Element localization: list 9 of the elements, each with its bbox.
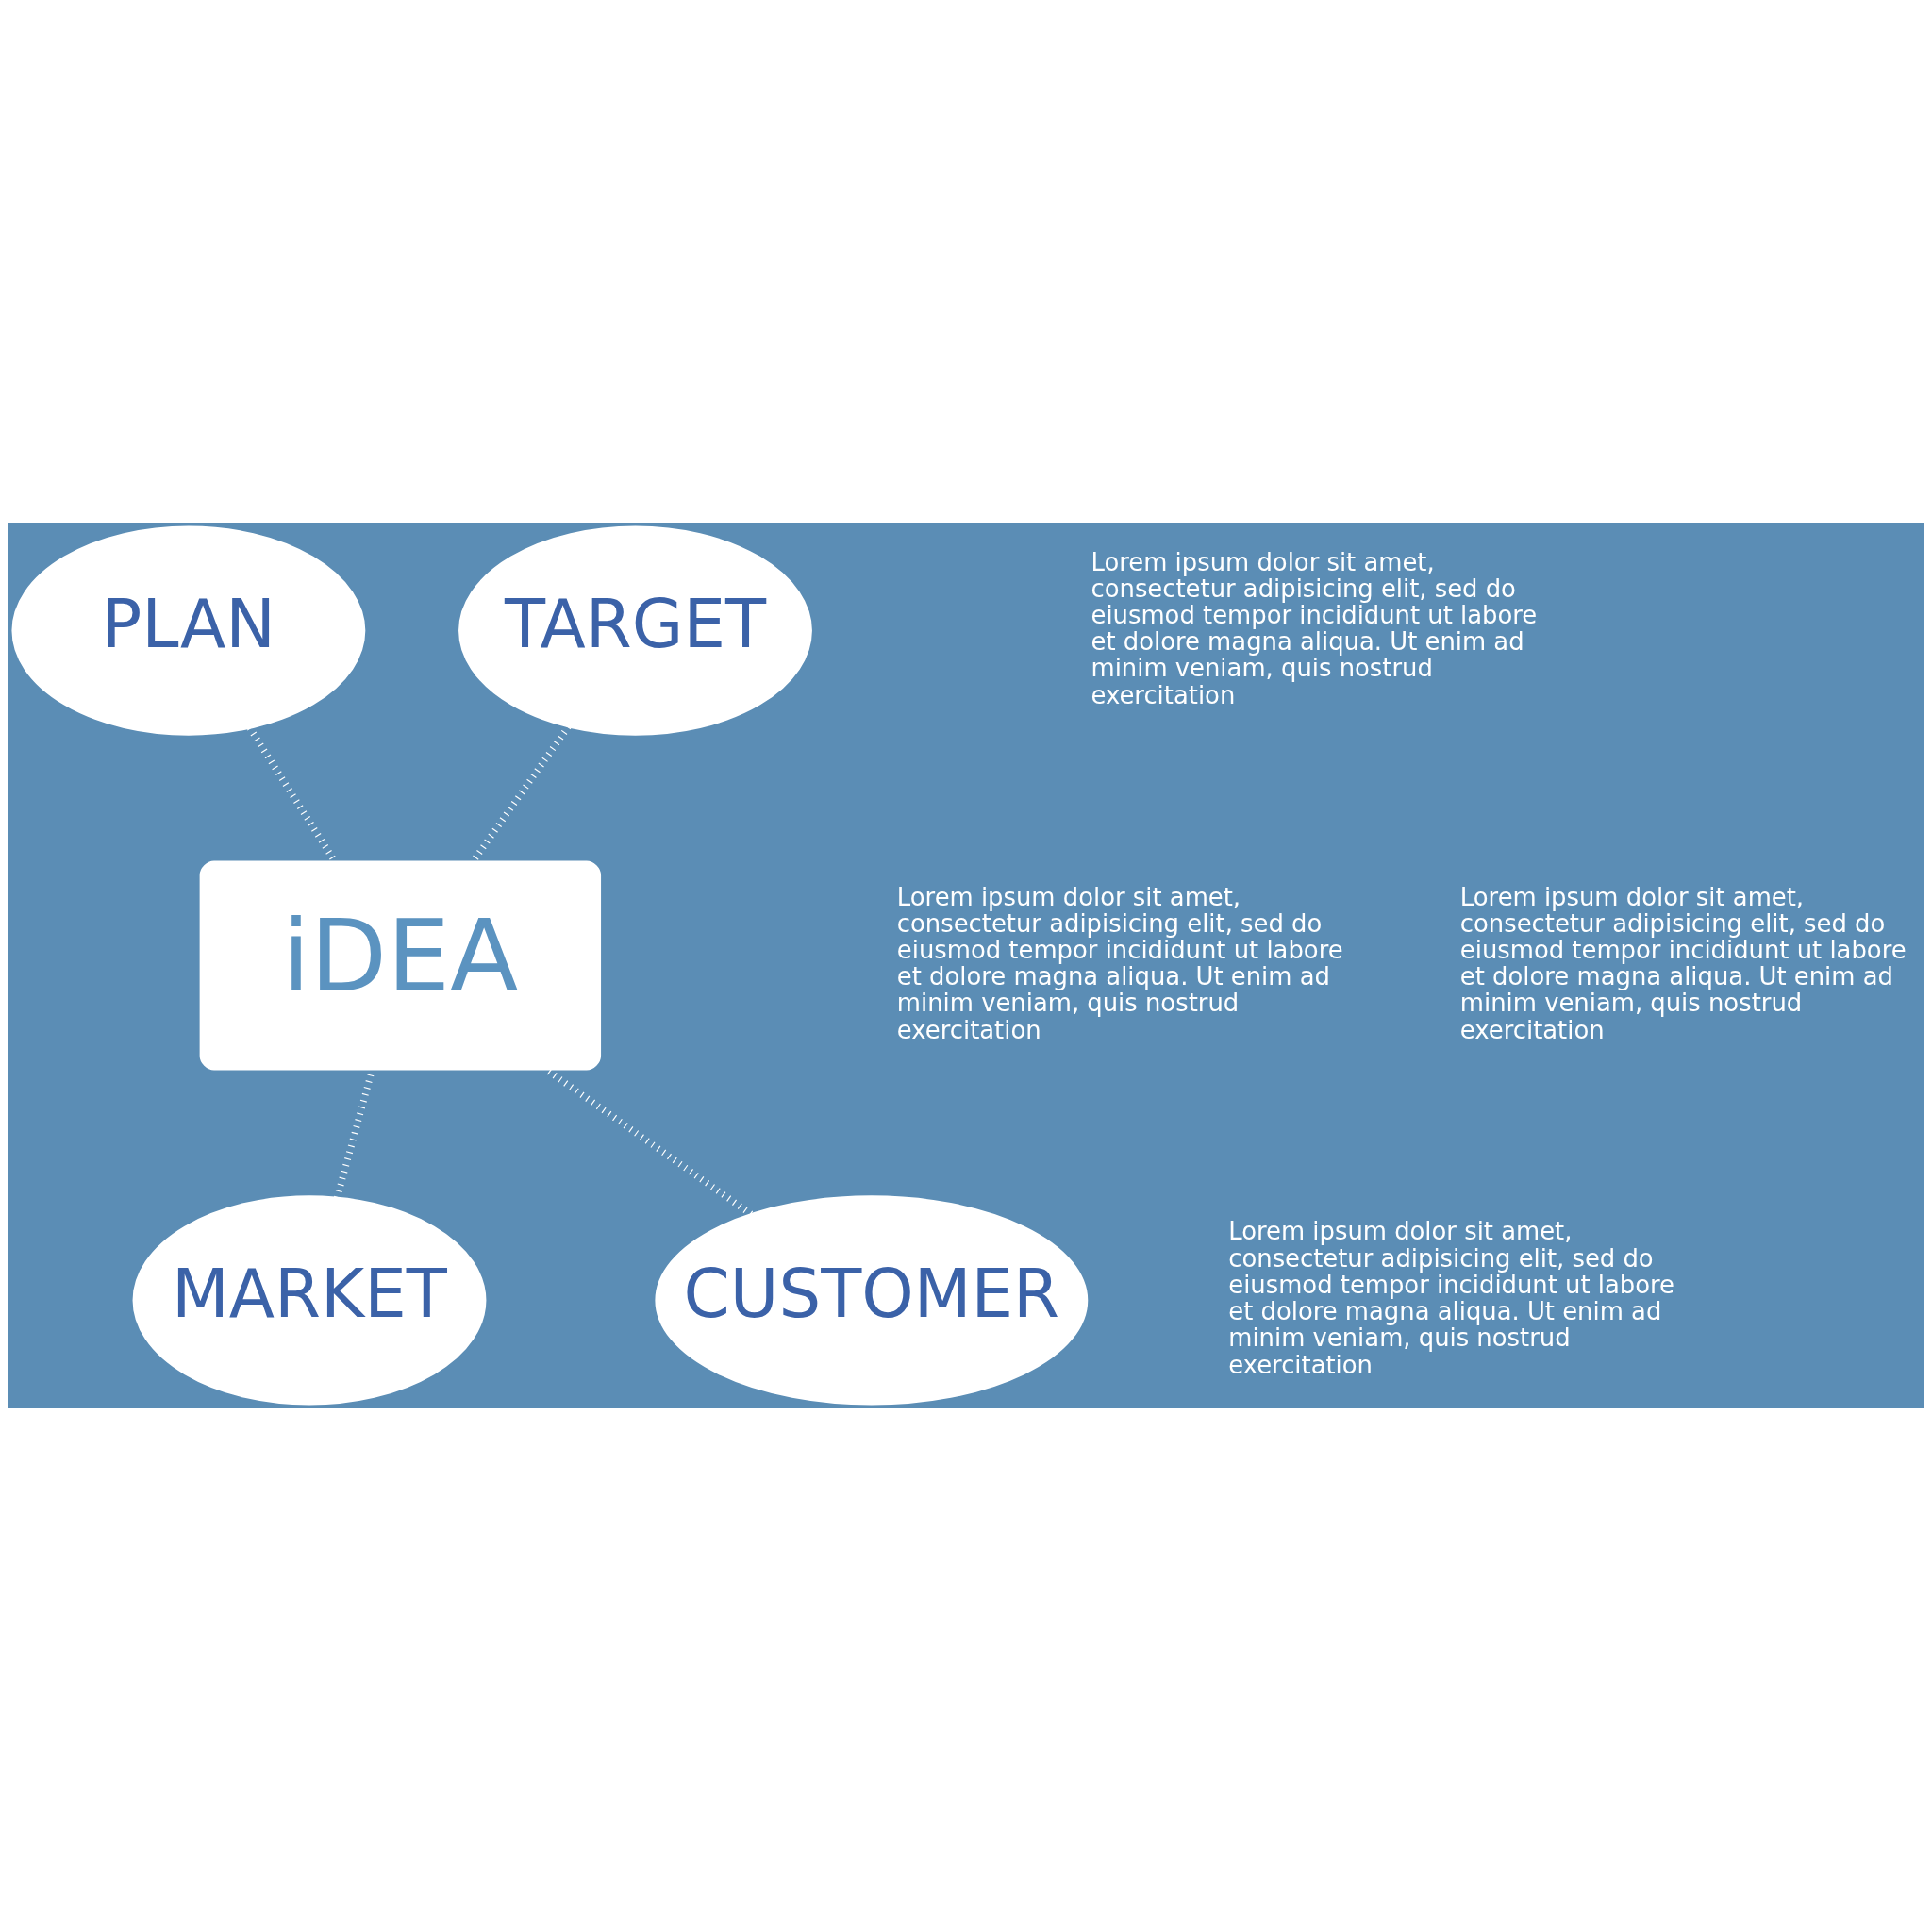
- label: Lorem ipsum dolor sit amet, consectetur adipisicing elit, sed do eiusmod tempor incididunt ut labore et dolore magna aliqua. Ut enim ad minim veniam, quis nostrud exercitation: [1459, 882, 1907, 1044]
- label: Lorem ipsum dolor sit amet, consectetur adipisicing elit, sed do eiusmod tempor incididunt ut labore et dolore magna aliqua. Ut enim ad minim veniam, quis nostrud exercitation: [1228, 1217, 1674, 1379]
- node-ellipse: PLAN: [11, 525, 366, 736]
- label: Lorem ipsum dolor sit amet, consectetur adipisicing elit, sed do eiusmod tempor incididunt ut labore et dolore magna aliqua. Ut enim ad minim veniam, quis nostrud exercitation: [896, 882, 1343, 1044]
- label: Lorem ipsum dolor sit amet, consectetur adipisicing elit, sed do eiusmod tempor incididunt ut labore et dolore magna aliqua. Ut enim ad minim veniam, quis nostrud exercitation: [1091, 547, 1538, 709]
- node-ellipse: CUSTOMER: [655, 1195, 1089, 1406]
- node-ellipse: MARKET: [132, 1195, 487, 1406]
- node-box: iDEA: [199, 860, 602, 1071]
- node-ellipse: TARGET: [458, 525, 812, 736]
